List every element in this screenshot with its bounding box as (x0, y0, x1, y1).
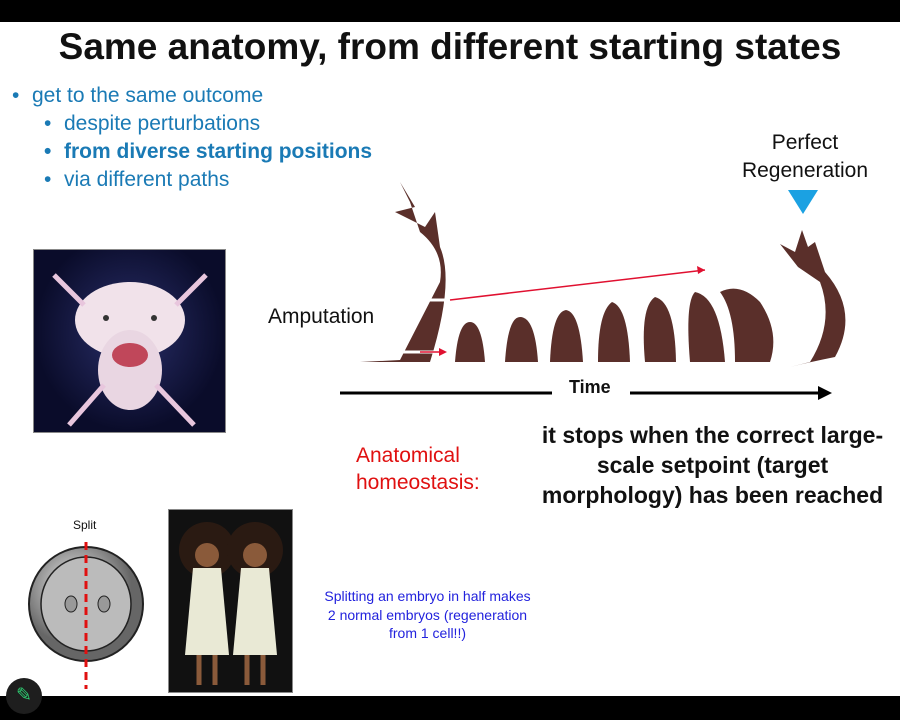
pencil-icon: ✎ (16, 685, 32, 706)
arrow-right-icon (818, 386, 832, 400)
pen-annotation-button[interactable]: ✎ (6, 678, 42, 714)
twins-photo (168, 509, 293, 693)
setpoint-text: it stops when the correct large-scale se… (541, 422, 884, 508)
split-label: Split (73, 518, 97, 532)
time-label: Time (569, 377, 611, 397)
bullet: despite perturbations (44, 112, 260, 136)
homeostasis-label: Anatomical homeostasis: (356, 444, 480, 494)
slide: Same anatomy, from different starting st… (0, 22, 900, 696)
regeneration-diagram (340, 182, 846, 400)
amputation-label: Amputation (268, 305, 375, 328)
perfect-regeneration-label: Perfect Regeneration (741, 131, 869, 182)
axolotl-photo (33, 249, 226, 433)
down-arrow-icon (788, 190, 818, 214)
bullet: from diverse starting positions (44, 140, 372, 164)
split-note: Splitting an embryo in half makes 2 norm… (324, 588, 531, 641)
bullet: get to the same outcome (12, 84, 263, 108)
bullet: via different paths (44, 168, 229, 192)
embryo-split-diagram (28, 542, 144, 689)
slide-title: Same anatomy, from different starting st… (58, 26, 842, 67)
